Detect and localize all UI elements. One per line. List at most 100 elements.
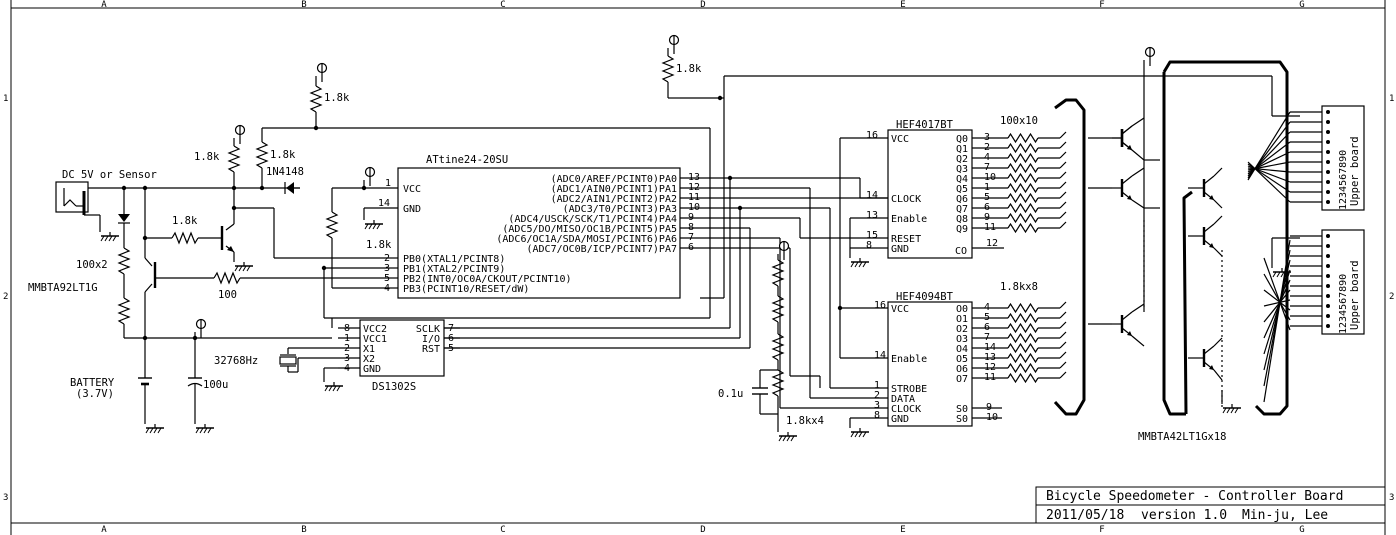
counter-pin-label: VCC [891, 134, 909, 145]
shift-output-label: O0 [956, 304, 968, 315]
mcu-pin-label: (ADC1/AIN0/PCINT1)PA1 [551, 184, 677, 195]
connector-pin-numbers: 1234567890 [1338, 150, 1349, 210]
counter-output-label: Q5 [956, 184, 968, 195]
shift-pin-label: DATA [891, 394, 915, 405]
grid-row-labels-left: 123 [3, 94, 8, 503]
shift-output-label: O1 [956, 314, 968, 325]
rtc-pin-label: I/O [422, 334, 440, 345]
r-1k8-top-label: 1.8k [324, 92, 350, 104]
driver-transistors [1088, 111, 1291, 403]
shift-pin-label: GND [891, 414, 909, 425]
shift-pin-number: 16 [874, 300, 886, 311]
mcu-pin-label: (ADC6/OC1A/SDA/MOSI/PCINT6)PA6 [496, 234, 677, 245]
shift-pin-number: 1 [874, 380, 880, 391]
shift-pin-label: VCC [891, 304, 909, 315]
grid-row-right-2: 2 [1389, 292, 1394, 302]
mcu-bus-wiring [444, 175, 888, 409]
r-100-label: 100 [218, 289, 237, 301]
counter-pin-number: 8 [866, 240, 872, 251]
r-1k8-base-label: 1.8k [172, 215, 198, 227]
cap-100u-label: 100u [203, 379, 228, 391]
drawing-frame [10, 0, 1386, 535]
crystal-label: 32768Hz [214, 355, 258, 367]
counter-resistor-array [1007, 131, 1067, 234]
shift-pin-label: Enable [891, 354, 927, 365]
title-text: Bicycle Speedometer - Controller Board [1046, 489, 1343, 504]
shift-output-label: O4 [956, 344, 968, 355]
npn-array-label: MMBTA42LT1Gx18 [1138, 431, 1227, 443]
grid-row-right-1: 1 [1389, 94, 1394, 104]
shift-output-label: O3 [956, 334, 968, 345]
connector-pin-numbers: 1234567890 [1338, 274, 1349, 334]
counter-output-label: Q6 [956, 194, 968, 205]
grid-row-labels-right: 1 2 3 [1389, 94, 1394, 503]
version-text: version 1.0 [1141, 508, 1227, 523]
counter-hef4017: HEF4017BT VCC16CLOCK14Enable13RESET15GND… [839, 115, 1067, 358]
grid-col-bottom-e: E [900, 525, 905, 535]
r-1k8x8-label: 1.8kx8 [1000, 281, 1038, 293]
shift-output-label: O7 [956, 374, 968, 385]
grid-row-right-3: 3 [1389, 493, 1394, 503]
r-1k8-collector-label: 1.8k [194, 151, 220, 163]
r-1k8-reset-label: 1.8k [366, 239, 392, 251]
shift-serial-label: S0 [956, 414, 968, 425]
shift-output-label: O2 [956, 324, 968, 335]
mcu-port-b-number: 5 [384, 273, 390, 284]
grid-col-g: G [1299, 0, 1304, 10]
rtc-pin-label: X2 [363, 354, 375, 365]
battery-label: BATTERY [70, 377, 115, 389]
grid-row-3: 3 [3, 493, 8, 503]
pnp-label: MMBTA92LT1G [28, 282, 98, 294]
mcu-pin-label: (ADC0/AREF/PCINT0)PA0 [551, 174, 677, 185]
mcu-pin-label: (ADC5/DO/MISO/OC1B/PCINT5)PA5 [502, 224, 677, 235]
mcu-port-b-label: PB3(PCINT10/RESET/dW) [403, 284, 529, 295]
battery-voltage: (3.7V) [76, 388, 114, 400]
mcu-pin-label: (ADC4/USCK/SCK/T1/PCINT4)PA4 [508, 214, 677, 225]
grid-row-1: 1 [3, 94, 8, 104]
grid-col-bottom-b: B [301, 525, 306, 535]
mcu-gnd-label: GND [403, 204, 421, 215]
shift-name: HEF4094BT [896, 291, 954, 303]
counter-output-label: Q0 [956, 134, 968, 145]
r-100x10-label: 100x10 [1000, 115, 1038, 127]
grid-col-bottom-g: G [1299, 525, 1304, 535]
rtc-pin-label: GND [363, 364, 381, 375]
grid-col-e: E [900, 0, 905, 10]
shift-pin-number: 14 [874, 350, 886, 361]
counter-pin-number: 13 [866, 210, 878, 221]
counter-output-label: Q1 [956, 144, 968, 155]
counter-pin-label: Enable [891, 214, 927, 225]
sensor-stage: 1.8k 1.8k 1.8k 1N4148 [194, 62, 710, 272]
counter-pin-label: RESET [891, 234, 921, 245]
r-100x2-label: 100x2 [76, 259, 108, 271]
counter-output-label: Q4 [956, 174, 968, 185]
shift-pin-label: CLOCK [891, 404, 921, 415]
counter-output-label: Q8 [956, 214, 968, 225]
power-input: DC 5V or Sensor 100x2 MMBTA92LT1G [28, 169, 388, 434]
counter-pin-number: 16 [866, 130, 878, 141]
shift-pin-number: 2 [874, 390, 880, 401]
grid-col-bottom-c: C [500, 525, 505, 535]
shift-hef4094: HEF4094BT VCC16Enable14STROBE1DATA2CLOCK… [837, 281, 1067, 438]
rtc-pin-label: VCC1 [363, 334, 387, 345]
mcu-attiny24: ATtine24-20SU VCC GND 1 14 1.8k (ADC0/AR… [321, 128, 711, 319]
grid-col-a: A [101, 0, 107, 10]
counter-pin-label: GND [891, 244, 909, 255]
grid-col-b: B [301, 0, 306, 10]
mcu-port-b-number: 2 [384, 253, 390, 264]
grid-col-f: F [1099, 0, 1104, 10]
pullup-network: 1.8kx4 0.1u [718, 240, 824, 442]
mcu-pin-label: (ADC3/T0/PCINT3)PA3 [563, 204, 677, 215]
shift-pin-number: 8 [874, 410, 880, 421]
counter-output-label: Q3 [956, 164, 968, 175]
rtc-pin-label: VCC2 [363, 324, 387, 335]
dc-input-label: DC 5V or Sensor [62, 169, 157, 181]
shift-output-label: O6 [956, 364, 968, 375]
mcu-vcc-pin: 1 [385, 178, 391, 189]
